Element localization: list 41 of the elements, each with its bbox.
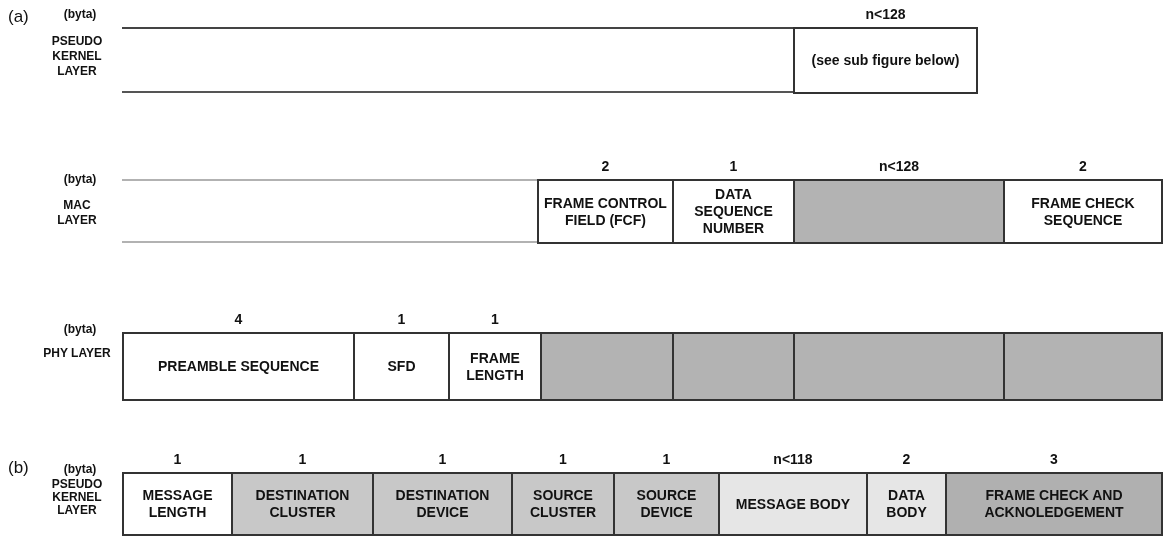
byte-size-label: 2 [901, 451, 912, 467]
byte-size-label: 2 [600, 158, 611, 174]
row-label: PSEUDO KERNEL LAYER [50, 478, 104, 517]
byte-size-label: n<118 [772, 451, 814, 467]
field-box: FRAME LENGTH [448, 332, 542, 401]
byte-size-label: n<128 [877, 158, 921, 174]
byte-size-label: 3 [1049, 451, 1059, 467]
byte-size-label: 1 [297, 451, 308, 467]
unit-label: (byta) [62, 322, 98, 337]
row-label: MAC LAYER [56, 198, 98, 228]
field-box: SFD [353, 332, 450, 401]
field-box: (see sub figure below) [793, 27, 978, 94]
field-box: SOURCE CLUSTER [511, 472, 615, 536]
row-label: PHY LAYER [42, 346, 112, 361]
panel-label: (b) [8, 458, 29, 478]
byte-size-label: 1 [396, 311, 407, 327]
byte-size-label: 1 [558, 451, 568, 467]
unit-label: (byta) [62, 462, 98, 477]
field-box: DESTINATION DEVICE [372, 472, 513, 536]
field-box: FRAME CHECK AND ACKNOLEDGEMENT [945, 472, 1163, 536]
byte-size-label: 1 [490, 311, 500, 327]
panel-label: (a) [8, 7, 29, 27]
field-box: MESSAGE BODY [718, 472, 868, 536]
unit-label: (byta) [62, 7, 98, 22]
field-box: MESSAGE LENGTH [122, 472, 233, 536]
byte-size-label: 4 [233, 311, 244, 327]
row-label: PSEUDO KERNEL LAYER [50, 34, 104, 79]
field-box: DATA SEQUENCE NUMBER [672, 179, 795, 244]
byte-size-label: n<128 [864, 6, 907, 22]
unit-label: (byta) [62, 172, 98, 187]
field-box: DATA BODY [866, 472, 947, 536]
byte-size-label: 1 [437, 451, 448, 467]
field-box: SOURCE DEVICE [613, 472, 720, 536]
byte-size-label: 2 [1078, 158, 1088, 174]
field-box: FRAME CONTROL FIELD (FCF) [537, 179, 674, 244]
field-box: DESTINATION CLUSTER [231, 472, 374, 536]
field-box: PREAMBLE SEQUENCE [122, 332, 355, 401]
byte-size-label: 1 [728, 158, 739, 174]
byte-size-label: 1 [661, 451, 672, 467]
field-box: FRAME CHECK SEQUENCE [1003, 179, 1163, 244]
byte-size-label: 1 [172, 451, 183, 467]
